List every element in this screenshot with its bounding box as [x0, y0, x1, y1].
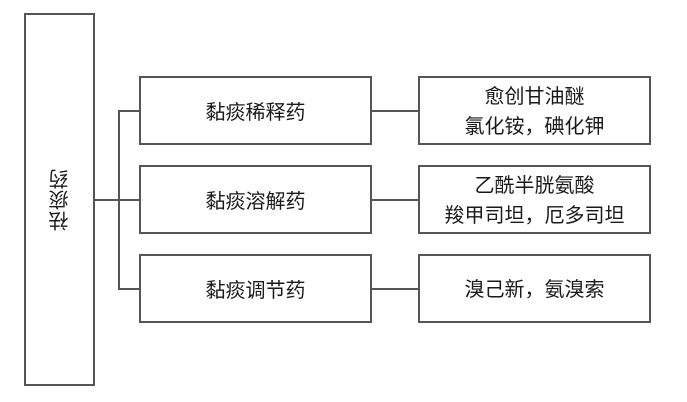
connector-branch-2 [118, 288, 139, 290]
example-line: 愈创甘油醚 [484, 83, 585, 108]
examples-node-mucus-diluent: 愈创甘油醚 氯化铵，碘化钾 [418, 76, 651, 145]
root-node: 祛痰药 [24, 13, 95, 386]
connector-branch-1 [118, 199, 139, 201]
root-label: 祛痰药 [48, 168, 72, 231]
connector-root-trunk [95, 199, 120, 201]
example-line: 溴己新，氨溴索 [464, 276, 605, 301]
connector-cat-ex-0 [372, 110, 418, 112]
connector-cat-ex-1 [372, 199, 418, 201]
examples-node-mucoregulator: 溴己新，氨溴索 [418, 254, 651, 323]
examples-node-mucolytic: 乙酰半胱氨酸 羧甲司坦，厄多司坦 [418, 165, 651, 234]
category-node-mucoregulator: 黏痰调节药 [139, 254, 372, 323]
category-label: 黏痰稀释药 [205, 100, 306, 124]
category-node-mucus-diluent: 黏痰稀释药 [139, 76, 372, 145]
example-line: 乙酰半胱氨酸 [474, 172, 595, 197]
connector-branch-0 [118, 110, 139, 112]
category-label: 黏痰调节药 [205, 278, 306, 302]
example-line: 羧甲司坦，厄多司坦 [444, 202, 625, 227]
category-node-mucolytic: 黏痰溶解药 [139, 165, 372, 234]
example-line: 氯化铵，碘化钾 [464, 113, 605, 138]
category-label: 黏痰溶解药 [205, 189, 306, 213]
connector-cat-ex-2 [372, 288, 418, 290]
